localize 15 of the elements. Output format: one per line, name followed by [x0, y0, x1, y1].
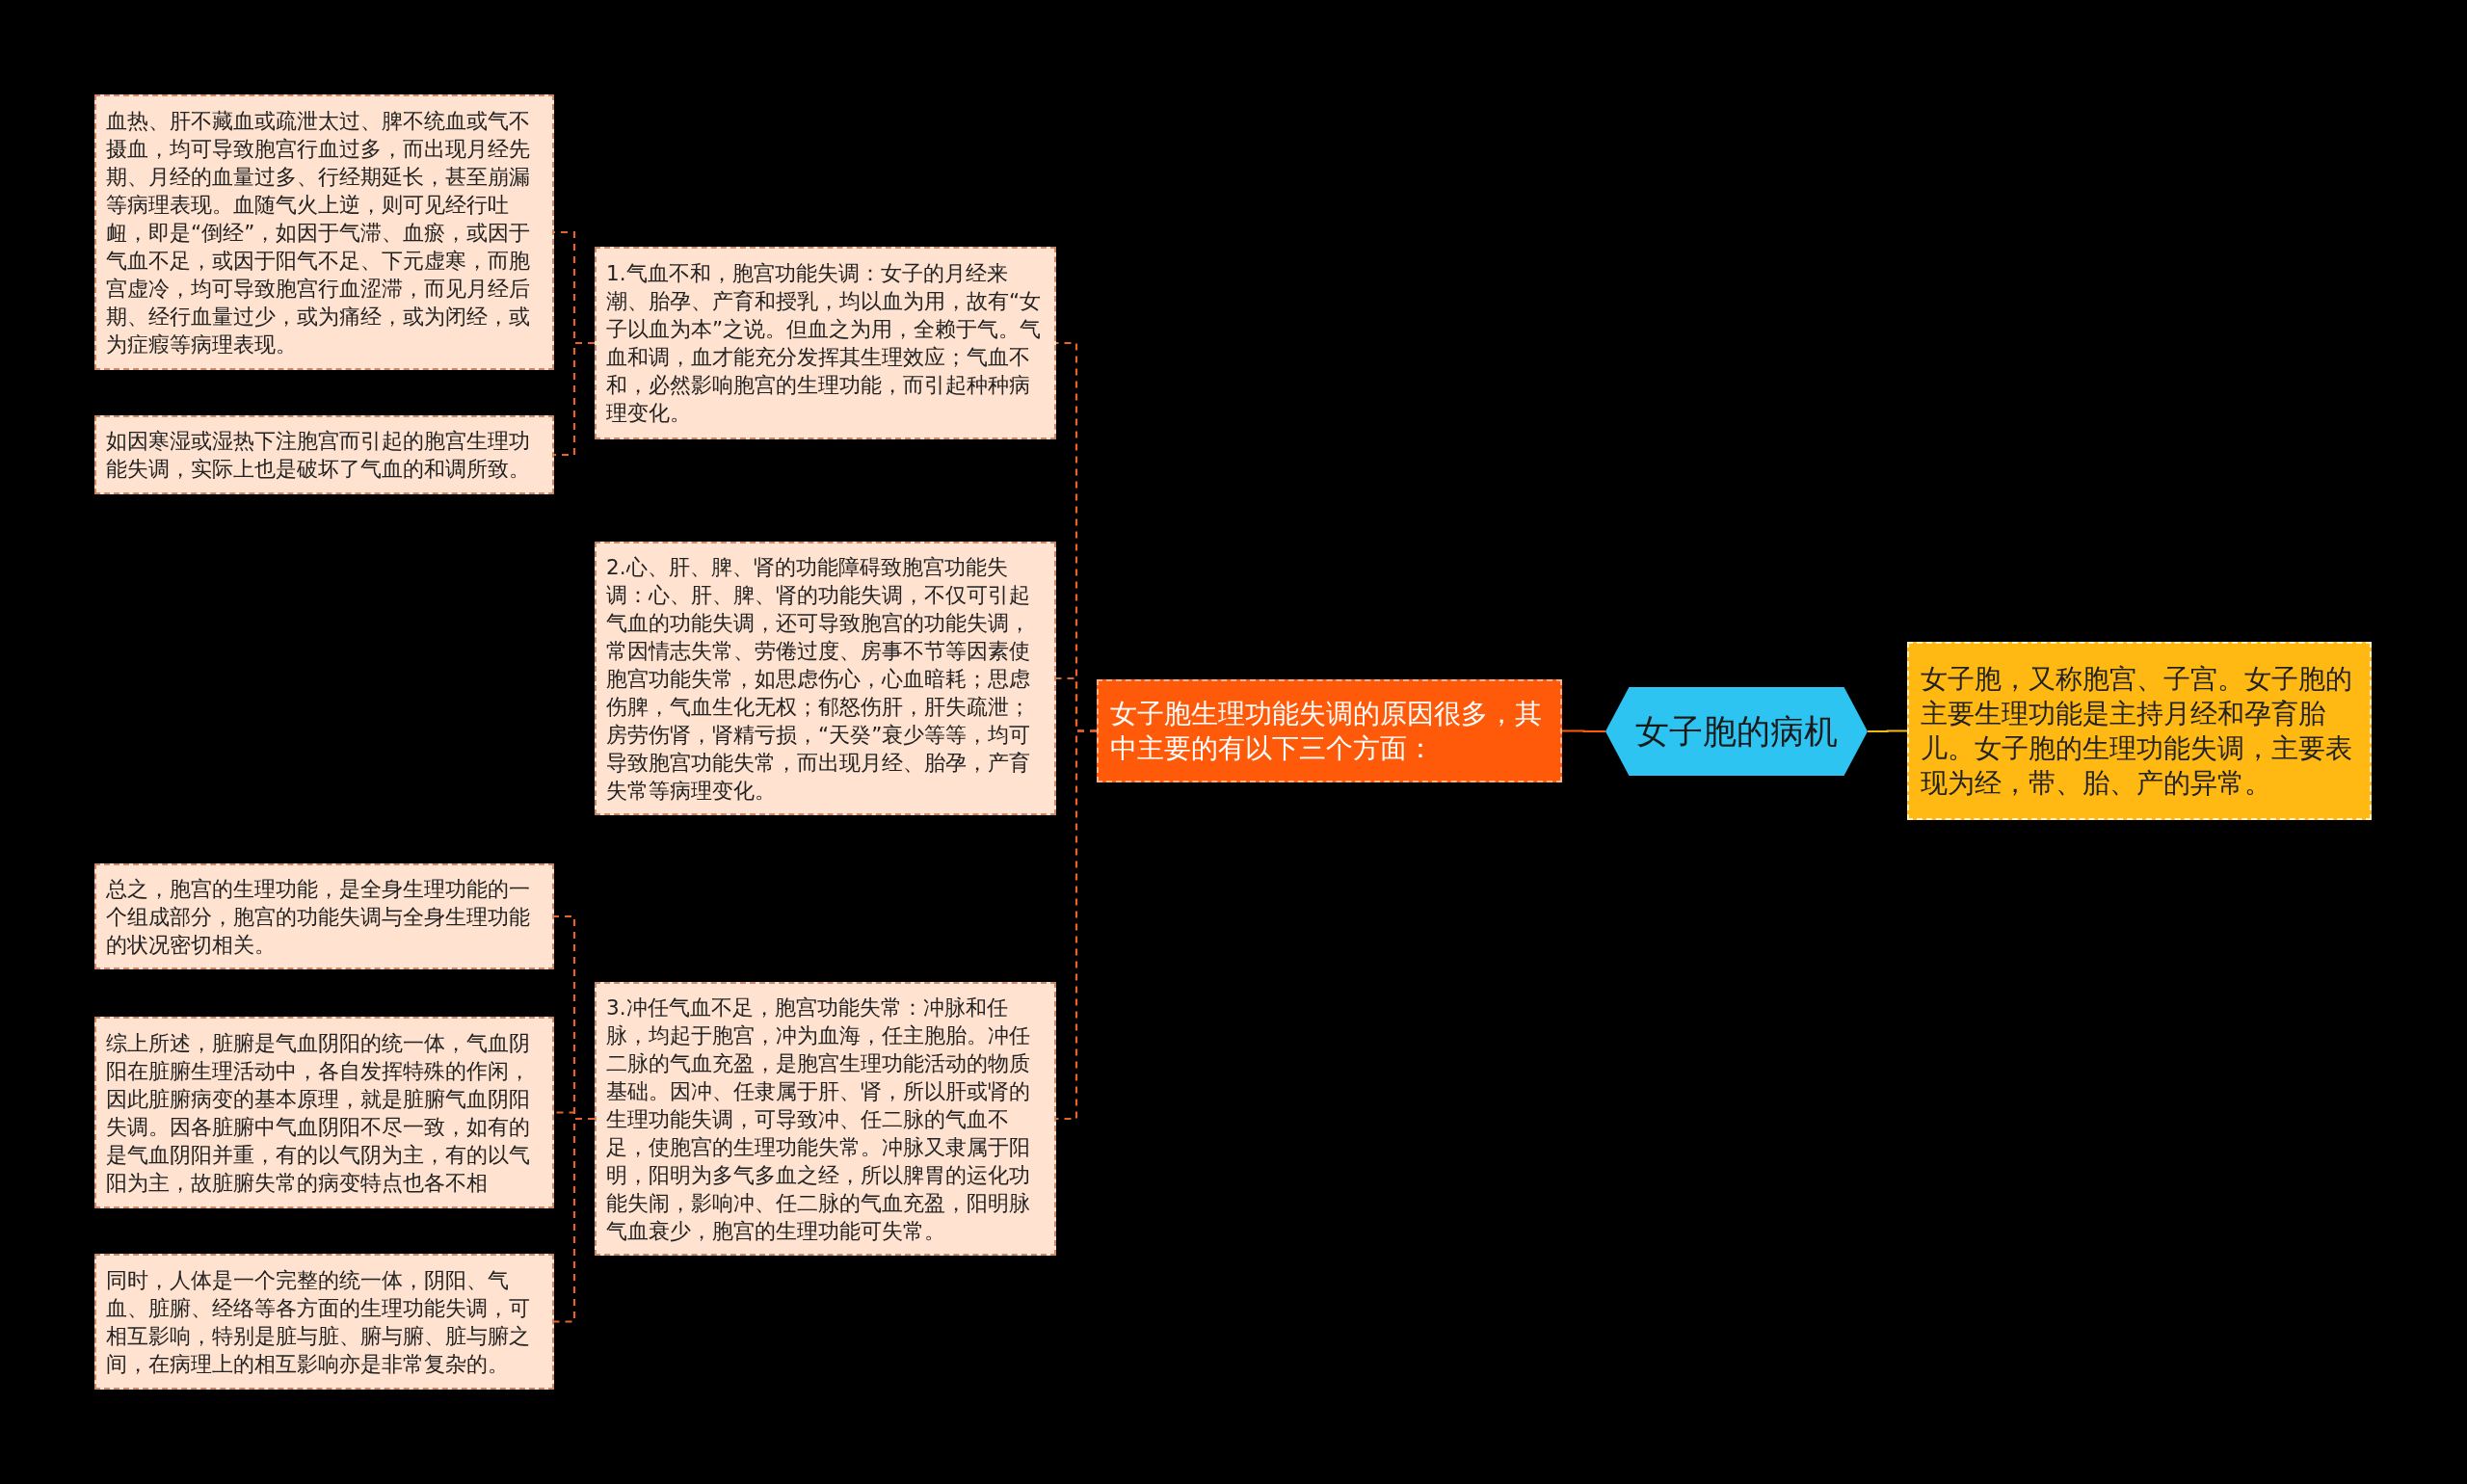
connector-line: [554, 341, 595, 457]
note-box: 女子胞，又称胞宫、子宫。女子胞的主要生理功能是主持月经和孕育胎儿。女子胞的生理功能失调，主要表现为经，带、胎、产的异常。: [1907, 642, 2372, 820]
text-box: 同时，人体是一个完整的统一体，阴阳、气血、脏腑、经络等各方面的生理功能失调，可相互影响，特别是脏与脏、腑与腑、脏与腑之间，在病理上的相互影响亦是非常复杂的。: [94, 1254, 554, 1390]
text-box: 3.冲任气血不足，胞宫功能失常：冲脉和任脉，均起于胞宫，冲为血海，任主胞胎。冲任二脉的气血充盈，是胞宫生理功能活动的物质基础。因冲、任隶属于肝、肾，所以肝或肾的生理功能失调，可导致冲、任二脉的气血不足，使胞宫的生理功能失常。冲脉又隶属于阳明，阳明为多气多血之经，所以脾胃的运化功能失闹，影响冲、任二脉的气血充盈，阳明脉气血衰少，胞宫的生理功能可失常。: [595, 982, 1056, 1256]
text-box: 综上所述，脏腑是气血阴阳的统一体，气血阴阳在脏腑生理活动中，各自发挥特殊的作闲，因此脏腑病变的基本原理，就是脏腑气血阴阳失调。因各脏腑中气血阴阳不尽一致，如有的是气血阴阳并重，有的以气阴为主，有的以气阳为主，故脏腑失常的病变特点也各不相: [94, 1017, 554, 1208]
text-box: 血热、肝不藏血或疏泄太过、脾不统血或气不摄血，均可导致胞宫行血过多，而出现月经先期、月经的血量过多、行经期延长，甚至崩漏等病理表现。血随气火上逆，则可见经行吐衄，即是“倒经”，如因于气滞、血瘀，或因于气血不足，或因于阳气不足、下元虚寒，而胞宫虚冷，均可导致胞宫行血涩滞，而见月经后期、经行血量过少，或为痛经，或为闭经，或为症瘕等病理表现。: [94, 94, 554, 370]
text-box: 如因寒湿或湿热下注胞宫而引起的胞宫生理功能失调，实际上也是破坏了气血的和调所致。: [94, 415, 554, 494]
text-box: 总之，胞宫的生理功能，是全身生理功能的一个组成部分，胞宫的功能失调与全身生理功能的状况密切相关。: [94, 863, 554, 969]
branch-box: 女子胞生理功能失调的原因很多，其中主要的有以下三个方面：: [1097, 679, 1562, 782]
connector-line: [1056, 729, 1097, 1121]
connector-line: [1562, 729, 1605, 733]
text-box: 2.心、肝、脾、肾的功能障碍致胞宫功能失调：心、肝、脾、肾的功能失调，不仅可引起气血的功能失调，还可导致胞宫的功能失调，常因情志失常、劳倦过度、房事不节等因素使胞宫功能失常，如思虑伤心，心血暗耗；思虑伤脾，气血生化无权；郁怒伤肝，肝失疏泄；房劳伤肾，肾精亏损，“天癸”衰少等等，均可导致胞宫功能失常，而出现月经、胎孕，产育失常等病理变化。: [595, 542, 1056, 815]
text-box: 1.气血不和，胞宫功能失调：女子的月经来潮、胎孕、产育和授乳，均以血为用，故有“女子以血为本”之说。但血之为用，全赖于气。气血和调，血才能充分发挥其生理效应；气血不和，必然影响胞宫的生理功能，而引起种种病理变化。: [595, 247, 1056, 439]
connector-line: [1868, 729, 1907, 733]
connector-line: [554, 1117, 595, 1323]
